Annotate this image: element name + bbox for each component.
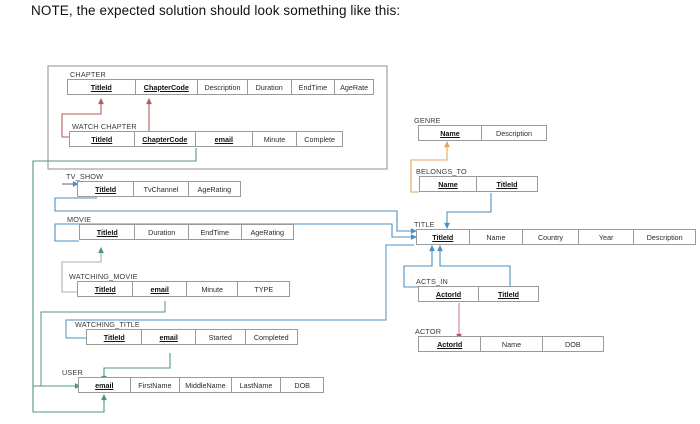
attr-title-titleid[interactable]: TitleId	[417, 230, 470, 244]
attr-title-country[interactable]: Country	[523, 230, 579, 244]
attr-watchchapter-email[interactable]: email	[196, 132, 253, 146]
attr-user-firstname[interactable]: FirstName	[131, 378, 181, 392]
entity-watching-movie[interactable]: WATCHING_MOVIE TitleId email Minute TYPE	[66, 272, 290, 297]
attribute-row: TitleId Duration EndTime AgeRating	[79, 224, 294, 240]
entity-acts-in[interactable]: ACTS_IN ActorId TitleId	[413, 277, 539, 302]
attribute-row: ActorId Name DOB	[418, 336, 604, 352]
attr-movie-endtime[interactable]: EndTime	[189, 225, 242, 239]
attr-actsin-actorid[interactable]: ActorId	[419, 287, 479, 301]
entity-name-watching-movie: WATCHING_MOVIE	[69, 272, 138, 281]
attribute-row: Name TitleId	[419, 176, 538, 192]
attr-tvshow-tvchannel[interactable]: TvChannel	[134, 182, 189, 196]
attr-genre-description[interactable]: Description	[496, 128, 532, 138]
attr-movie-agerating[interactable]: AgeRating	[250, 227, 285, 237]
entity-name-watching-title: WATCHING_TITLE	[75, 320, 140, 329]
attr-watchingmovie-titleid[interactable]: TitleId	[78, 282, 134, 296]
entity-name-title: TITLE	[414, 220, 435, 229]
entity-name-genre: GENRE	[414, 116, 441, 125]
entity-name-user: USER	[62, 368, 83, 377]
entity-name-acts-in: ACTS_IN	[416, 277, 448, 286]
attr-user-dob[interactable]: DOB	[294, 380, 310, 390]
attr-belongsto-titleid[interactable]: TitleId	[496, 179, 518, 189]
entity-name-actor: ACTOR	[415, 327, 442, 336]
attribute-row: TitleId email Minute TYPE	[77, 281, 290, 297]
attr-chapter-description[interactable]: Description	[198, 80, 248, 94]
attr-tvshow-agerating[interactable]: AgeRating	[197, 184, 232, 194]
entity-watch-chapter[interactable]: WATCH CHAPTER TitleId ChapterCode email …	[69, 122, 343, 147]
attr-actor-dob[interactable]: DOB	[565, 339, 581, 349]
attr-movie-duration[interactable]: Duration	[135, 225, 189, 239]
entity-movie[interactable]: MOVIE TitleId Duration EndTime AgeRating	[64, 215, 294, 240]
page-title: NOTE, the expected solution should look …	[31, 3, 401, 18]
attr-watchingtitle-email[interactable]: email	[142, 330, 196, 344]
attr-watchingmovie-email[interactable]: email	[133, 282, 187, 296]
attr-tvshow-titleid[interactable]: TitleId	[78, 182, 135, 196]
attribute-row: Name Description	[418, 125, 547, 141]
attr-watchingtitle-completed[interactable]: Completed	[253, 332, 289, 342]
attr-watchchapter-minute[interactable]: Minute	[253, 132, 298, 146]
entity-actor[interactable]: ACTOR ActorId Name DOB	[412, 327, 604, 352]
attr-chapter-titleid[interactable]: TitleId	[68, 80, 136, 94]
attribute-row: ActorId TitleId	[418, 286, 539, 302]
attr-watchchapter-complete[interactable]: Complete	[304, 134, 336, 144]
attribute-row: email FirstName MiddleName LastName DOB	[78, 377, 324, 393]
attr-belongsto-name[interactable]: Name	[420, 177, 478, 191]
attribute-row: TitleId TvChannel AgeRating	[77, 181, 241, 197]
attr-watchingmovie-minute[interactable]: Minute	[187, 282, 239, 296]
attr-movie-titleid[interactable]: TitleId	[80, 225, 136, 239]
entity-name-tv-show: TV_SHOW	[66, 172, 104, 181]
attribute-row: TitleId ChapterCode email Minute Complet…	[69, 131, 343, 147]
attr-actor-name[interactable]: Name	[481, 337, 543, 351]
attr-user-lastname[interactable]: LastName	[232, 378, 282, 392]
attr-title-name[interactable]: Name	[470, 230, 524, 244]
attribute-row: TitleId Name Country Year Description	[416, 229, 696, 245]
attr-user-email[interactable]: email	[79, 378, 131, 392]
attr-title-description[interactable]: Description	[646, 232, 683, 242]
entity-user[interactable]: USER email FirstName MiddleName LastName…	[59, 368, 324, 393]
attr-chapter-agerate[interactable]: AgeRate	[340, 82, 369, 92]
attr-watchchapter-titleid[interactable]: TitleId	[70, 132, 135, 146]
attr-watchingmovie-type[interactable]: TYPE	[254, 284, 274, 294]
entity-name-chapter: CHAPTER	[70, 70, 106, 79]
attr-watchingtitle-titleid[interactable]: TitleId	[87, 330, 143, 344]
entity-name-movie: MOVIE	[67, 215, 92, 224]
attribute-row: TitleId email Started Completed	[86, 329, 298, 345]
attr-chapter-endtime[interactable]: EndTime	[292, 80, 336, 94]
attr-chapter-duration[interactable]: Duration	[248, 80, 292, 94]
entity-genre[interactable]: GENRE Name Description	[411, 116, 547, 141]
attr-title-year[interactable]: Year	[579, 230, 635, 244]
attr-actor-actorid[interactable]: ActorId	[419, 337, 482, 351]
entity-chapter[interactable]: CHAPTER TitleId ChapterCode Description …	[67, 70, 374, 95]
entity-name-watch-chapter: WATCH CHAPTER	[72, 122, 137, 131]
attr-chapter-chaptercode[interactable]: ChapterCode	[136, 80, 199, 94]
entity-tv-show[interactable]: TV_SHOW TitleId TvChannel AgeRating	[63, 172, 241, 197]
attribute-row: TitleId ChapterCode Description Duration…	[67, 79, 374, 95]
attr-user-middlename[interactable]: MiddleName	[180, 378, 232, 392]
entity-belongs-to[interactable]: BELONGS_TO Name TitleId	[413, 167, 538, 192]
entity-watching-title[interactable]: WATCHING_TITLE TitleId email Started Com…	[72, 320, 298, 345]
attr-actsin-titleid[interactable]: TitleId	[497, 289, 520, 299]
entity-name-belongs-to: BELONGS_TO	[416, 167, 467, 176]
attr-watchchapter-chaptercode[interactable]: ChapterCode	[135, 132, 197, 146]
attr-genre-name[interactable]: Name	[419, 126, 483, 140]
attr-watchingtitle-started[interactable]: Started	[196, 330, 246, 344]
entity-title[interactable]: TITLE TitleId Name Country Year Descript…	[411, 220, 696, 245]
